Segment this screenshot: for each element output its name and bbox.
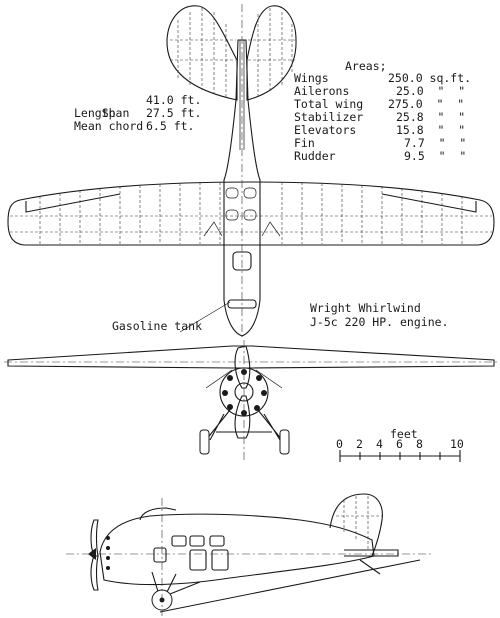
cabin-windows-side (153, 535, 229, 571)
area-ailerons-value: 25.0 " " (396, 84, 466, 98)
wing-struts-front (205, 369, 283, 389)
canopy-side (139, 507, 177, 521)
spec-length: Length (74, 106, 116, 120)
propeller-front (234, 345, 251, 439)
scale-tick-0: 0 (336, 437, 343, 451)
scale-tick-6: 6 (396, 437, 403, 451)
engine-note-line2: J-5c 220 HP. engine. (310, 315, 449, 329)
area-wings-value: 250.0 sq.ft. (388, 71, 472, 85)
wheel-right-front (279, 429, 290, 455)
area-fin-label: Fin (294, 136, 315, 150)
stabilizer-ribs (170, 8, 295, 97)
area-wings-label: Wings (294, 71, 329, 85)
fuselage-side (99, 513, 375, 586)
area-rudder-value: 9.5 " " (404, 149, 467, 163)
fin-top (239, 40, 245, 150)
top-view (7, 4, 495, 340)
area-total-wing-value: 275.0 " " (388, 97, 465, 111)
fin-rudder-side (329, 493, 383, 557)
landing-gear-front (205, 409, 283, 441)
wing-planform (7, 181, 495, 246)
spec-length-value: 27.5 ft. (146, 106, 202, 120)
gas-tank-label: Gasoline tank (112, 319, 203, 333)
areas-title: Areas; (345, 59, 387, 73)
scale-bar (339, 450, 461, 462)
area-elevators-value: 15.8 " " (396, 123, 466, 137)
scale-tick-4: 4 (376, 437, 383, 451)
wing-front (7, 345, 495, 369)
aileron-right (381, 193, 477, 213)
front-view (4, 340, 497, 462)
area-rudder-label: Rudder (294, 149, 336, 163)
tail-skid (359, 559, 381, 575)
scale-tick-10: 10 (450, 437, 464, 451)
scale-tick-2: 2 (356, 437, 363, 451)
area-total-wing-label: Total wing (294, 97, 364, 111)
area-ailerons-label: Ailerons (294, 84, 350, 98)
stabilizer-right (246, 5, 297, 101)
spec-mean-chord-value: 6.5 ft. (146, 119, 195, 133)
area-elevators-label: Elevators (294, 123, 357, 137)
spinner-side (88, 548, 96, 560)
area-fin-value: 7.7 " " (404, 136, 467, 150)
area-stabilizer-value: 25.8 " " (396, 110, 466, 124)
scale-title: feet (390, 427, 418, 441)
wheel-left-front (199, 429, 210, 455)
spec-mean-chord: Mean chord (74, 119, 144, 133)
cabin-windows-top (203, 187, 281, 237)
wing-ribs (10, 182, 492, 244)
spec-span-value: 41.0 ft. (146, 93, 202, 107)
spec-span: Span (74, 94, 130, 133)
gas-tank-leader (179, 301, 231, 333)
side-view (66, 493, 432, 616)
area-stabilizer-label: Stabilizer (294, 110, 364, 124)
stabilizer-left (166, 5, 238, 101)
propeller-side (90, 519, 99, 591)
cowl-studs-side (106, 536, 110, 570)
aileron-left (25, 193, 121, 213)
ground-line (159, 559, 421, 613)
spec-span-label: Span (101, 106, 130, 120)
scale-tick-8: 8 (416, 437, 423, 451)
engine-note-line1: Wright Whirlwind (310, 301, 421, 315)
stabilizer-side (344, 549, 399, 557)
fin-ribs-side (336, 496, 382, 550)
